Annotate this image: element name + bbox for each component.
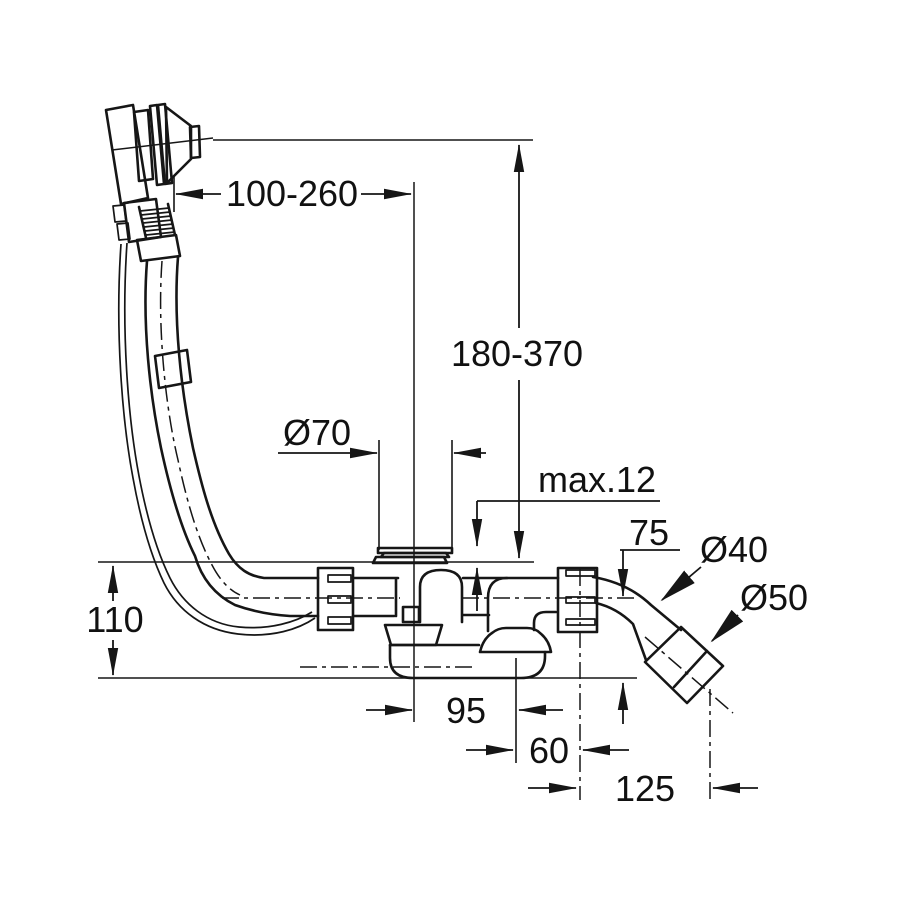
outlet-coupling (643, 625, 725, 705)
hose-assembly (117, 242, 320, 636)
overflow-unit (104, 102, 202, 263)
inlet-connection (316, 566, 400, 632)
dim-label-95: 95 (446, 690, 486, 731)
elbow-outer (486, 576, 509, 633)
waste-flange-top (376, 546, 454, 555)
outlet-assembly (556, 566, 725, 705)
coupling-bevel-line (672, 649, 709, 689)
dim-label-o40: Ø40 (700, 529, 768, 570)
outlet-nut-slot-2 (565, 596, 596, 604)
outlet-pipe-upper-edge (591, 575, 683, 632)
hose-centreline (159, 260, 241, 596)
dim-o50-leader (710, 609, 744, 643)
hose-clip (153, 348, 193, 390)
housing-tab-2 (116, 222, 131, 241)
elbow-inner (532, 610, 558, 632)
housing-tab-1 (112, 204, 127, 223)
reference-lines (98, 139, 637, 763)
waste-flange-neck (379, 551, 451, 559)
dim-label-125: 125 (615, 768, 675, 809)
dim-label-o70: Ø70 (283, 412, 351, 453)
outlet-pipe-lower-edge (594, 601, 648, 662)
inlet-nut-slot-3 (327, 616, 352, 625)
rosette-plate-1 (132, 108, 155, 183)
trap-bowl (388, 643, 547, 680)
cable-line-1 (117, 243, 316, 636)
coupling-axis (644, 636, 734, 714)
tee-shoulder (401, 605, 421, 624)
overflow-nut (135, 233, 182, 263)
tee-dome (418, 568, 464, 624)
outlet-nut (556, 566, 599, 634)
riser-bell (478, 626, 553, 654)
trap (388, 643, 547, 680)
inlet-pipe (351, 576, 400, 618)
overflow-housing (104, 103, 150, 206)
dim-label-100-260: 100-260 (226, 173, 358, 214)
rosette-knob (188, 124, 202, 160)
dim-label-180-370: 180-370 (451, 333, 583, 374)
dimensions: 100-260 180-370 Ø70 max.12 75 Ø40 Ø50 11… (86, 144, 808, 809)
waste-flange-rim (371, 555, 449, 565)
outlet-nut-slot-3 (565, 618, 596, 626)
dim-label-110: 110 (86, 599, 143, 640)
hose-outer-edge (144, 259, 320, 618)
inlet-nut-slot-2 (327, 595, 352, 604)
cable-line-2 (123, 242, 313, 629)
thread-lines (139, 207, 176, 236)
rosette-plate-3 (156, 102, 174, 186)
waste-unit (371, 546, 464, 647)
inlet-nut (316, 566, 355, 632)
dim-o40-leader (660, 566, 702, 602)
dim-label-60: 60 (529, 730, 569, 771)
centrelines (111, 137, 734, 800)
inlet-nut-slot-1 (327, 574, 352, 583)
hose-inner-edge (175, 255, 320, 580)
dim-label-o50: Ø50 (740, 577, 808, 618)
outlet-nut-slot-1 (565, 569, 596, 577)
dim-label-max12: max.12 (538, 459, 656, 500)
dim-label-75: 75 (629, 512, 669, 553)
